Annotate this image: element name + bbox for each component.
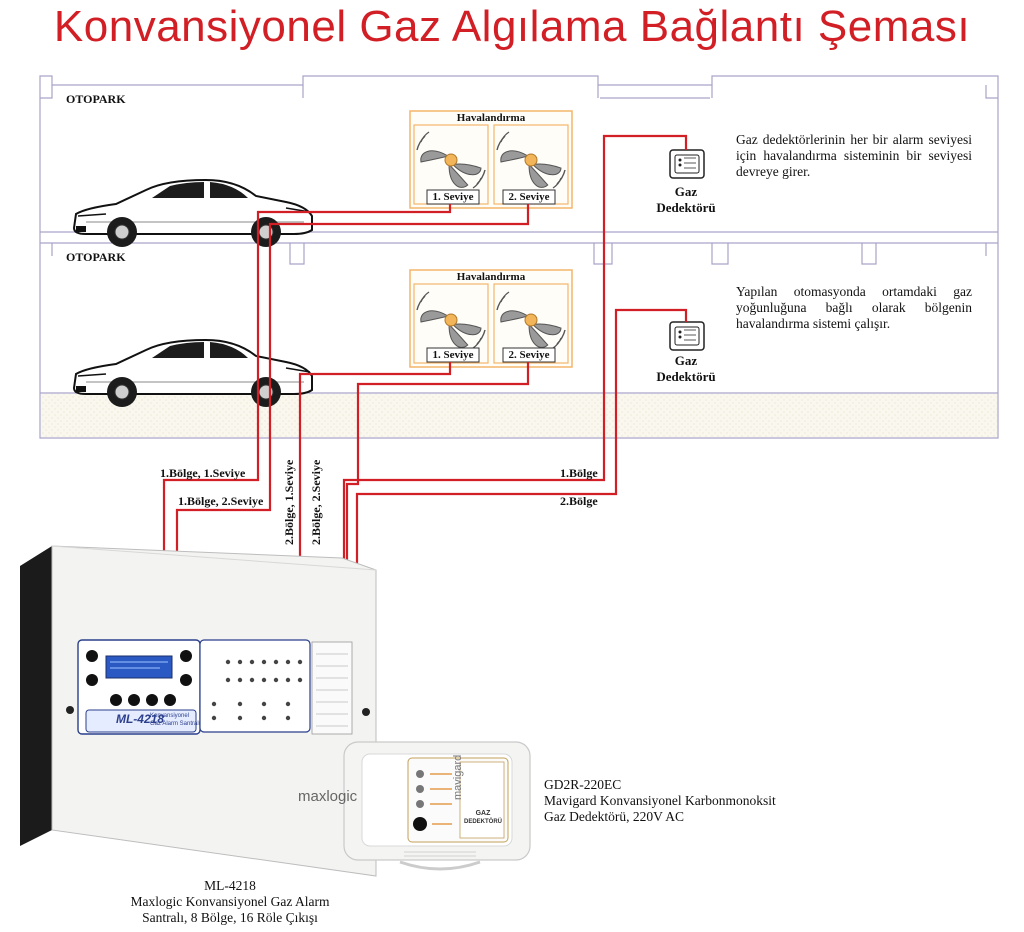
- floor-2-label: OTOPARK: [66, 250, 126, 264]
- detector-label-floor-2-line1: Gaz: [674, 353, 698, 368]
- detector-caption-model: GD2R-220EC: [544, 777, 622, 792]
- detector-unit-device: [343, 741, 531, 871]
- detector-icon-floor-2: [669, 321, 705, 351]
- panel-caption-spec: Santralı, 8 Bölge, 16 Röle Çıkışı: [142, 910, 318, 925]
- description-floor-2: Yapılan otomasyonda ortamdaki gaz yoğunl…: [736, 284, 972, 331]
- detector-unit-label1: GAZ: [475, 810, 491, 817]
- building-outline: [39, 75, 999, 439]
- wire-b1-s2: [175, 204, 530, 555]
- level-1-label-floor-2: 1. Seviye: [432, 349, 474, 361]
- detector-label-floor-2-line2: Dedektörü: [656, 369, 716, 384]
- wire-det1: [342, 134, 688, 570]
- wire-label-det1: 1.Bölge: [560, 466, 598, 480]
- detector-brand-logo: mavigard: [452, 754, 464, 800]
- detector-label-floor-1-line1: Gaz: [674, 184, 698, 199]
- level-2-label-floor-1: 2. Seviye: [508, 191, 550, 203]
- description-floor-1: Gaz dedektörlerinin her bir alarm seviye…: [736, 132, 972, 179]
- ventilation-title-floor-2: Havalandırma: [456, 271, 526, 283]
- detector-caption-desc: Mavigard Konvansiyonel Karbonmonoksit: [544, 793, 776, 808]
- wire-label-b1-s2: 1.Bölge, 2.Seviye: [178, 494, 264, 508]
- detector-caption-spec: Gaz Dedektörü, 220V AC: [544, 809, 684, 824]
- level-1-label-floor-1: 1. Seviye: [432, 191, 474, 203]
- floor-1-label: OTOPARK: [66, 92, 126, 106]
- ventilation-box-floor-1: [409, 110, 573, 209]
- panel-caption-model: ML-4218: [204, 878, 256, 893]
- wire-det2: [355, 308, 688, 570]
- diagram-title: Konvansiyonel Gaz Algılama Bağlantı Şema…: [53, 2, 971, 51]
- detector-label-floor-1-line2: Dedektörü: [656, 200, 716, 215]
- panel-badge-sub2: Gaz Alarm Santralı: [150, 721, 201, 727]
- wire-label-b1-s1: 1.Bölge, 1.Seviye: [160, 466, 246, 480]
- level-2-label-floor-2: 2. Seviye: [508, 349, 550, 361]
- detector-unit-label2: DEDEKTÖRÜ: [463, 819, 502, 825]
- wire-b2-s1: [298, 362, 452, 570]
- panel-badge-sub1: Konvansiyonel: [150, 713, 190, 719]
- detector-icon-floor-1: [669, 149, 705, 179]
- control-panel-device: [20, 545, 377, 877]
- wire-label-det2: 2.Bölge: [560, 494, 598, 508]
- panel-model-badge: ML-4218: [115, 712, 165, 726]
- wire-b2-s2: [345, 362, 530, 570]
- ventilation-box-floor-2: [409, 269, 573, 368]
- panel-caption-desc: Maxlogic Konvansiyonel Gaz Alarm: [130, 894, 330, 909]
- wire-label-b2-s2: 2.Bölge, 2.Seviye: [309, 459, 323, 545]
- wire-label-b2-s1: 2.Bölge, 1.Seviye: [282, 459, 296, 545]
- wiring: [162, 134, 688, 570]
- ventilation-title-floor-1: Havalandırma: [456, 112, 526, 124]
- wire-b1-s1: [162, 204, 452, 555]
- car-floor-1: [73, 179, 313, 248]
- panel-brand-logo: maxlogic: [298, 788, 358, 805]
